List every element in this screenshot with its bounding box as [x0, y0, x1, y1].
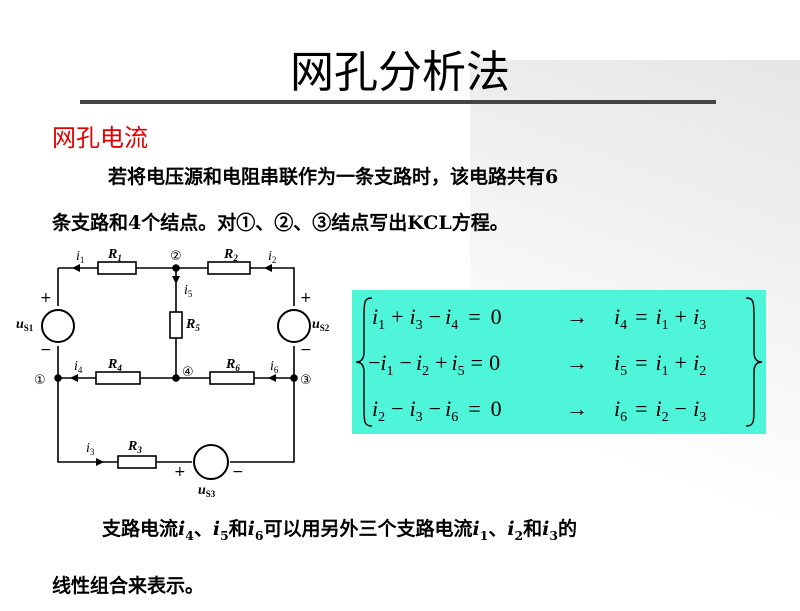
current-i2-subscript: 2	[514, 527, 524, 543]
resistor-r2	[207, 261, 251, 275]
resistor-r6	[209, 371, 255, 385]
left-bottom-wire	[57, 268, 295, 463]
label-i2: i2	[268, 249, 276, 265]
label-r1: R1	[107, 247, 122, 263]
current-i1-subscript: 1	[479, 527, 489, 543]
us3-minus-sign: −	[232, 464, 244, 480]
label-node-1: ①	[34, 373, 46, 388]
label-r4: R4	[107, 357, 122, 373]
equation-row-3-left: i2−i3−i6=0	[372, 396, 502, 425]
equation-box: i1+i3−i4=0 → i4=i1+i3 −i1−i2+i5=0 → i5=i…	[352, 290, 766, 434]
separator: 、	[488, 518, 508, 540]
current-i2: i	[507, 518, 515, 540]
label-us1: uS1	[16, 317, 34, 333]
intro-line-1: 若将电压源和电阻串联作为一条支路时，该电路共有6	[108, 166, 559, 188]
label-node-4: ④	[182, 365, 194, 380]
intro-line-2: 条支路和4个结点。对①、②、③结点写出KCL方程。	[52, 212, 509, 234]
equation-system: i1+i3−i4=0 → i4=i1+i3 −i1−i2+i5=0 → i5=i…	[355, 297, 763, 427]
resistor-r4	[95, 371, 141, 385]
us2-minus-sign: −	[300, 342, 312, 358]
label-i1: i1	[76, 249, 84, 265]
conjunction: 和	[523, 518, 543, 540]
equation-row-2-right: i5=i1+i2	[614, 350, 706, 379]
current-i1: i	[472, 518, 480, 540]
current-i5: i	[212, 518, 221, 540]
current-i3: i	[542, 518, 550, 540]
arrow-i6	[268, 374, 276, 382]
title-divider	[80, 100, 716, 104]
page-title: 网孔分析法	[290, 47, 510, 98]
label-node-3: ③	[300, 373, 312, 388]
current-i4-subscript: 4	[185, 527, 194, 543]
resistor-r5	[169, 311, 183, 339]
arrow-row-1: →	[566, 304, 588, 329]
circuit-diagram: i1 R1 R2 i2 i5 R5 uS1 uS2 i4 R4 R6 i6 i3…	[16, 247, 330, 499]
us1-minus-sign: −	[40, 342, 52, 358]
us2-plus-sign: +	[300, 290, 312, 306]
label-i5: i5	[184, 283, 193, 299]
resistor-r1	[97, 261, 137, 275]
us1-plus-sign: +	[40, 290, 52, 306]
separator: 、	[193, 518, 213, 540]
current-i6-subscript: 6	[254, 527, 264, 543]
source-us3	[193, 444, 229, 480]
left-brace	[355, 297, 373, 427]
label-us2: uS2	[312, 317, 330, 333]
equation-row-3-right: i6=i2−i3	[614, 396, 706, 425]
label-us3: uS3	[198, 483, 216, 499]
resistor-r3	[117, 455, 157, 469]
label-node-2: ②	[170, 249, 182, 264]
conclusion-paragraph: 支路电流i4、i5和i6可以用另外三个支路电流i1、i2和i3的 线性组合来表示…	[52, 504, 752, 611]
arrow-i2	[264, 264, 272, 272]
current-i5-subscript: 5	[220, 527, 229, 543]
us3-plus-sign: +	[174, 464, 186, 480]
conclusion-line-2: 线性组合来表示。	[52, 574, 205, 597]
conjunction: 和	[228, 518, 248, 540]
node-4-dot	[172, 374, 180, 382]
node-1-dot	[54, 374, 62, 382]
current-i4: i	[178, 518, 186, 540]
equation-row-1-left: i1+i3−i4=0	[372, 304, 502, 333]
conclusion-text-3: 的	[557, 518, 577, 540]
label-r6: R6	[225, 357, 240, 373]
node-3-dot	[290, 374, 298, 382]
label-i6: i6	[270, 359, 279, 375]
equation-row-2-left: −i1−i2+i5=0	[368, 350, 500, 379]
equation-row-1-right: i4=i1+i3	[614, 304, 706, 333]
arrow-i3	[96, 458, 104, 466]
arrow-i5	[172, 276, 180, 284]
label-i3: i3	[86, 441, 95, 457]
arrow-row-3: →	[566, 396, 588, 421]
arrow-i1	[72, 264, 80, 272]
intro-paragraph: 若将电压源和电阻串联作为一条支路时，该电路共有6 条支路和4个结点。对①、②、③…	[52, 154, 752, 246]
source-us2	[277, 309, 311, 343]
label-r3: R3	[127, 439, 142, 455]
arrow-row-2: →	[566, 350, 588, 375]
section-heading: 网孔电流	[52, 124, 148, 152]
node-2-dot	[172, 264, 180, 272]
label-r2: R2	[223, 247, 238, 263]
conclusion-text-2: 可以用另外三个支路电流	[263, 518, 473, 540]
right-brace	[745, 297, 763, 427]
label-r5: R5	[185, 317, 200, 333]
source-us1	[41, 309, 75, 343]
current-i6: i	[247, 518, 255, 540]
arrow-i4	[70, 374, 78, 382]
current-i3-subscript: 3	[549, 527, 558, 543]
label-i4: i4	[74, 359, 83, 375]
conclusion-text-1: 支路电流	[102, 518, 179, 540]
